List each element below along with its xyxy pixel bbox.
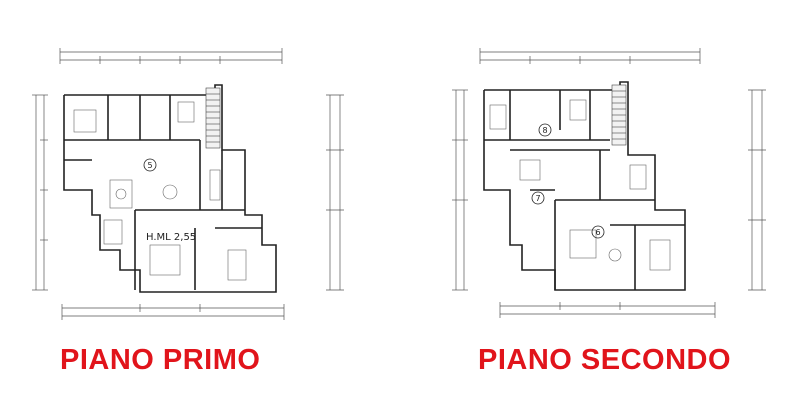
unit-number-6: 6: [595, 228, 600, 237]
dimension-lines-bottom-first: [61, 304, 285, 320]
floor-plans-drawing: 5 H.ML 2,55: [32, 48, 766, 320]
unit-circle-first: [143, 158, 157, 172]
walls-second: [483, 81, 686, 291]
dimension-lines-top-second: [479, 48, 701, 64]
dimension-lines-right-first: [326, 94, 344, 291]
unit-number-8: 8: [542, 126, 547, 135]
unit-circle-8: [538, 123, 552, 137]
floor-plan-first: [32, 48, 344, 320]
unit-circle-6: [591, 225, 605, 239]
caption-piano-secondo: PIANO SECONDO: [478, 344, 732, 376]
dimension-lines-top-first: [59, 48, 283, 64]
dimension-lines-right-second: [748, 89, 766, 291]
unit-number-first: 5: [147, 161, 152, 170]
furniture-first: [73, 101, 247, 281]
caption-piano-primo: PIANO PRIMO: [60, 344, 261, 376]
walls-first: [63, 84, 277, 293]
furniture-second: [489, 99, 671, 271]
height-label-first: H.ML 2,55: [146, 232, 196, 243]
staircase-first: [205, 87, 221, 149]
dimension-lines-left-second: [452, 89, 468, 291]
dimension-lines-left-first: [32, 94, 48, 291]
unit-circle-7: [531, 191, 545, 205]
dimension-lines-bottom-second: [499, 302, 716, 318]
staircase-second: [611, 84, 627, 146]
floor-plan-second: [452, 48, 766, 318]
unit-number-7: 7: [535, 194, 540, 203]
